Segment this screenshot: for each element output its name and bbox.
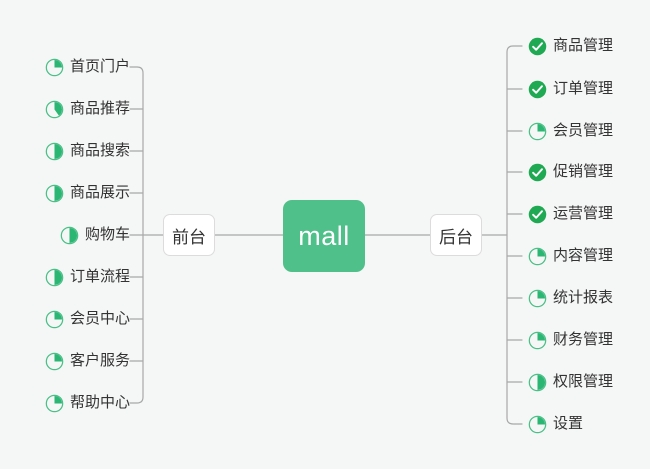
back-item-10[interactable]: 设置 (528, 411, 583, 437)
front-item-7[interactable]: 会员中心 (0, 306, 130, 332)
pie-progress-icon (45, 184, 64, 202)
back-item-5[interactable]: 运营管理 (528, 201, 613, 227)
pie-progress-icon (528, 289, 547, 307)
pie-progress-icon (60, 226, 79, 244)
center-node-label: mall (298, 220, 350, 251)
back-item-label: 内容管理 (553, 247, 614, 264)
back-item-3[interactable]: 会员管理 (528, 118, 613, 144)
front-item-4[interactable]: 商品展示 (0, 180, 130, 206)
front-item-3[interactable]: 商品搜索 (0, 138, 130, 164)
pie-progress-icon (528, 247, 547, 265)
front-item-label: 客户服务 (69, 352, 130, 369)
back-item-label: 商品管理 (553, 37, 614, 54)
pie-progress-icon (45, 100, 64, 118)
back-item-label: 订单管理 (553, 80, 614, 97)
center-node-mall[interactable]: mall (283, 200, 365, 272)
front-item-6[interactable]: 订单流程 (0, 264, 130, 290)
check-circle-icon (528, 205, 547, 223)
front-item-2[interactable]: 商品推荐 (0, 96, 130, 122)
front-item-1[interactable]: 首页门户 (0, 54, 130, 80)
back-item-1[interactable]: 商品管理 (528, 33, 613, 59)
front-item-label: 商品展示 (69, 184, 130, 201)
back-item-label: 会员管理 (553, 122, 614, 139)
front-item-label: 商品推荐 (69, 100, 130, 117)
pie-progress-icon (45, 142, 64, 160)
back-item-2[interactable]: 订单管理 (528, 76, 613, 102)
back-item-9[interactable]: 权限管理 (528, 369, 613, 395)
branch-node-front-label: 前台 (172, 227, 206, 247)
rail-left (129, 66, 144, 404)
front-item-label: 购物车 (84, 226, 130, 243)
front-item-label: 订单流程 (69, 268, 130, 285)
front-item-label: 帮助中心 (69, 394, 130, 411)
pie-progress-icon (45, 268, 64, 286)
back-item-label: 统计报表 (553, 289, 614, 306)
check-circle-icon (528, 37, 547, 55)
pie-progress-icon (45, 394, 64, 412)
back-item-label: 促销管理 (553, 163, 614, 180)
pie-progress-icon (528, 415, 547, 433)
front-item-8[interactable]: 客户服务 (0, 348, 130, 374)
back-item-label: 运营管理 (553, 205, 614, 222)
rail-right (506, 45, 523, 425)
pie-progress-icon (45, 310, 64, 328)
pie-progress-icon (528, 122, 547, 140)
front-item-label: 会员中心 (69, 310, 130, 327)
back-item-label: 权限管理 (553, 373, 614, 390)
back-item-7[interactable]: 统计报表 (528, 285, 613, 311)
back-item-8[interactable]: 财务管理 (528, 327, 613, 353)
check-circle-icon (528, 163, 547, 181)
back-item-label: 财务管理 (553, 331, 614, 348)
back-item-4[interactable]: 促销管理 (528, 159, 613, 185)
branch-node-back[interactable]: 后台 (430, 214, 482, 256)
check-circle-icon (528, 80, 547, 98)
branch-node-front[interactable]: 前台 (163, 214, 215, 256)
pie-progress-icon (528, 373, 547, 391)
pie-progress-icon (528, 331, 547, 349)
branch-node-back-label: 后台 (439, 227, 473, 247)
front-item-9[interactable]: 帮助中心 (0, 390, 130, 416)
pie-progress-icon (45, 58, 64, 76)
pie-progress-icon (45, 352, 64, 370)
front-item-label: 首页门户 (69, 58, 130, 75)
front-item-5[interactable]: 购物车 (0, 222, 130, 248)
back-item-label: 设置 (553, 415, 584, 432)
front-item-label: 商品搜索 (69, 142, 130, 159)
back-item-6[interactable]: 内容管理 (528, 243, 613, 269)
